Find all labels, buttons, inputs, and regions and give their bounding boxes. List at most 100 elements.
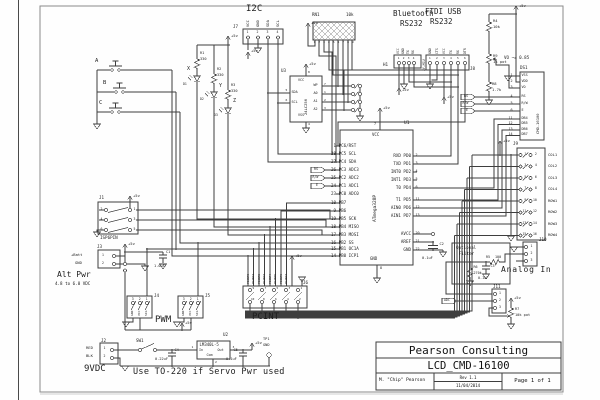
j2-ref: J2 xyxy=(101,337,107,343)
j6-signal-names: PCINT7 xyxy=(284,273,289,284)
u3-right-pin-names: A1 xyxy=(313,98,318,103)
j7-ref: J7 xyxy=(233,24,239,29)
e-flag-u1 xyxy=(310,182,326,190)
j1-left-pin-numbers: 4 xyxy=(100,216,103,221)
j6-signal-names: PCINT3 xyxy=(262,273,267,284)
j1-left-pin-numbers: 2 xyxy=(100,206,103,211)
j8-pin-numbers: 5 xyxy=(457,55,459,60)
j8-pin-names: CTS xyxy=(434,48,439,54)
flag-rw-u1: R/W xyxy=(312,174,319,179)
j1-right-pin-numbers: 3 xyxy=(133,216,136,221)
j4-pin-numbers: 3 xyxy=(131,296,134,301)
j6-bottom-pin-numbers: 8 xyxy=(263,296,265,301)
j10-pin-numbers: 2 xyxy=(530,250,533,255)
j1-right-pin-numbers: 1 xyxy=(133,206,136,211)
e-flag-lcd xyxy=(460,107,476,115)
bluetooth-title: Bluetooth xyxy=(393,9,434,18)
j4-pwm-box xyxy=(126,295,153,319)
j6-ref: J6 xyxy=(303,279,309,285)
u1-left-pins: 19 PB5 SCK xyxy=(331,215,357,221)
u1-right-pin-names: T1 PD5 xyxy=(395,196,411,202)
j6-pcint-box xyxy=(242,285,308,309)
c2-ref: C2 xyxy=(439,242,444,246)
rn1-pin-numbers: 5 xyxy=(332,40,335,44)
r3-ref: R3 xyxy=(231,83,236,87)
u2-in: In xyxy=(199,347,204,352)
j2-9vdc-box xyxy=(99,342,119,365)
wires-mcu xyxy=(96,83,444,331)
d3-ref: D3 xyxy=(214,113,218,117)
j5-pin-names: VCC xyxy=(188,310,192,316)
j7-pin-names: GND xyxy=(255,20,260,27)
u1-left-pins: 15 PB1 OC1A xyxy=(331,245,359,251)
u3-right-pin-numbers: 1 xyxy=(324,89,326,94)
ds1-lcd-box xyxy=(519,71,545,141)
flag-rs-lcd: RS xyxy=(464,93,469,98)
c5-ref: C5 xyxy=(233,348,238,352)
r5-ref: R5 xyxy=(486,254,491,259)
j9-signal-names: COL2 xyxy=(548,163,558,169)
h1-pin-names: RX xyxy=(411,50,415,54)
led-y-label: Y xyxy=(219,83,223,89)
pwr-label-led-rail: +5v xyxy=(231,32,238,38)
j9-right-pin-numbers: 14 xyxy=(533,220,537,225)
u2-pin1: 1 xyxy=(191,344,194,349)
u2-ref: U2 xyxy=(223,331,229,337)
j9-left-pin-numbers: 13 xyxy=(522,220,527,225)
j7-pin-numbers: 3 xyxy=(266,29,269,34)
j6-top-pin-numbers: 3 xyxy=(288,285,291,290)
u1-right-pin-names: AREF xyxy=(400,238,411,244)
sw1-ref: SW1 xyxy=(136,338,144,343)
j8-pin-names: GND xyxy=(427,48,432,54)
u1-part: ATmega328P xyxy=(373,194,378,222)
rn1-pin-numbers: 2 xyxy=(318,40,321,44)
pwr-label-rn1: +5v xyxy=(311,20,318,25)
pwr-label-u3: +5v xyxy=(309,60,316,66)
filter-note-line2: Filter xyxy=(459,251,475,256)
d1-ref: D1 xyxy=(183,82,187,86)
lcd-pin-names-b: DB6 xyxy=(521,126,528,131)
filter-box xyxy=(451,242,511,285)
analog-in-title: Analog In xyxy=(501,265,552,274)
u1-left-pins: 9 PB6 xyxy=(331,207,347,213)
pwr-label-contrast: +5v xyxy=(519,2,526,8)
flag-e-u1: E xyxy=(316,182,319,187)
j10-ref: J10 xyxy=(539,237,547,242)
i2c-title: I2C xyxy=(246,4,263,14)
j8-pin-numbers: 1 xyxy=(429,55,431,60)
j9-left-pin-numbers: 5 xyxy=(522,174,527,179)
led-z-label: Z xyxy=(233,98,237,104)
h1-pin-numbers: 3 xyxy=(407,55,410,60)
junction-dots xyxy=(124,13,517,367)
u1-left-pins: 17 PB3 MOSI xyxy=(331,231,359,237)
rn1-pin-numbers: 8 xyxy=(347,40,349,44)
flag-outlines xyxy=(310,93,476,305)
r4-ref: R4 xyxy=(493,18,498,23)
u1-left-pins: 14 PB0 ICP1 xyxy=(331,252,359,258)
u1-right-pin-numbers: 5 xyxy=(415,176,418,181)
j6-bottom-pin-numbers: 4 xyxy=(287,296,289,301)
u3-right-pin-numbers: 3 xyxy=(324,105,326,110)
j9-left-pin-numbers: 1 xyxy=(522,151,527,156)
j8-ref: J8 xyxy=(470,66,476,71)
u3-pin8: 8 xyxy=(308,69,310,74)
u3-part: 24LC256 xyxy=(303,98,308,115)
j11-pin-numbers: 3 xyxy=(499,304,501,309)
to220-note: Use TO-220 if Servo Pwr used xyxy=(133,367,285,377)
j4-pin-names: SIG xyxy=(144,310,148,316)
u2-part: LM340L-5 xyxy=(199,341,219,347)
vo-note: VO ~= 0.85 xyxy=(504,55,530,60)
j1-type: ISP6PIN xyxy=(100,235,118,240)
j8-pin-names: VCC xyxy=(441,48,446,54)
rn1-value: 10k xyxy=(346,12,354,17)
j9-left-pin-numbers: 15 xyxy=(522,232,527,237)
lcd-pin-names-a: RS xyxy=(521,93,526,98)
lcd-pin-numbers-b: 12 xyxy=(508,121,513,126)
j7-pin-numbers: 2 xyxy=(256,29,259,34)
u1-gnd: GND xyxy=(370,255,378,261)
rn1-pin-numbers: 7 xyxy=(342,40,345,44)
rn1-hatch xyxy=(312,21,356,41)
filter-note-line1: Optional xyxy=(456,245,477,250)
